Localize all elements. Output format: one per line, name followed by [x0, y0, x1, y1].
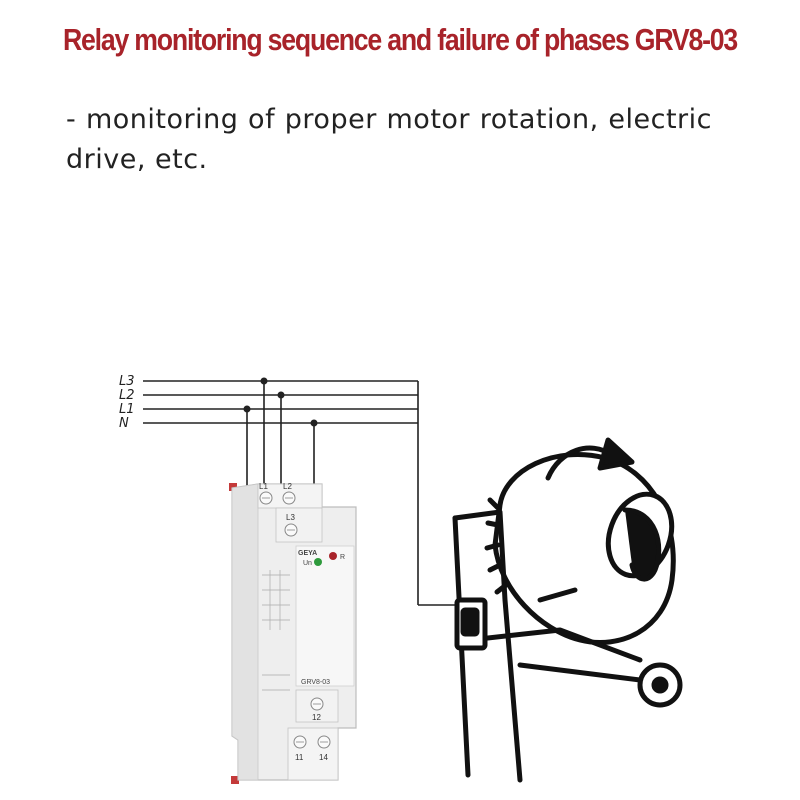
relay-device: L1 L2 L3 GEYA Un R GRV8-03 — [229, 482, 357, 784]
side-markings — [262, 570, 290, 691]
led-r — [329, 552, 337, 560]
indicator-label-r: R — [340, 554, 345, 561]
din-clip-bottom — [231, 776, 239, 784]
relay-side-shade — [231, 483, 259, 781]
indicator-label-un: Un — [303, 560, 312, 567]
wire-label-l1: L1 — [119, 402, 135, 417]
wire-label-l3: L3 — [119, 374, 135, 389]
wire-label-l2: L2 — [119, 388, 135, 403]
terminal-label-12: 12 — [312, 713, 321, 722]
front-panel — [295, 545, 355, 687]
description-text: - monitoring of proper motor rotation, e… — [66, 104, 712, 175]
junction-l3 — [260, 377, 268, 385]
terminal-label-11: 11 — [295, 753, 304, 762]
motor-drawing-icon — [452, 437, 683, 783]
terminal-label-l1: L1 — [259, 482, 268, 491]
terminal-label-l3: L3 — [286, 513, 295, 522]
wire-labels: L3 L2 L1 N — [119, 374, 135, 431]
model-label: GRV8-03 — [301, 679, 330, 686]
junction-dots — [243, 377, 318, 427]
terminal-label-14: 14 — [319, 753, 328, 762]
din-clip-top — [229, 483, 237, 491]
supply-wires — [143, 380, 470, 606]
brand-logo: GEYA — [298, 550, 317, 557]
led-un — [314, 558, 322, 566]
junction-l2 — [277, 391, 285, 399]
junction-l1 — [243, 405, 251, 413]
terminal-label-l2: L2 — [283, 482, 292, 491]
junction-n — [310, 419, 318, 427]
page-title: Relay monitoring sequence and failure of… — [62, 22, 738, 57]
terminal-block-mid — [275, 507, 323, 543]
wire-label-n: N — [119, 416, 129, 431]
